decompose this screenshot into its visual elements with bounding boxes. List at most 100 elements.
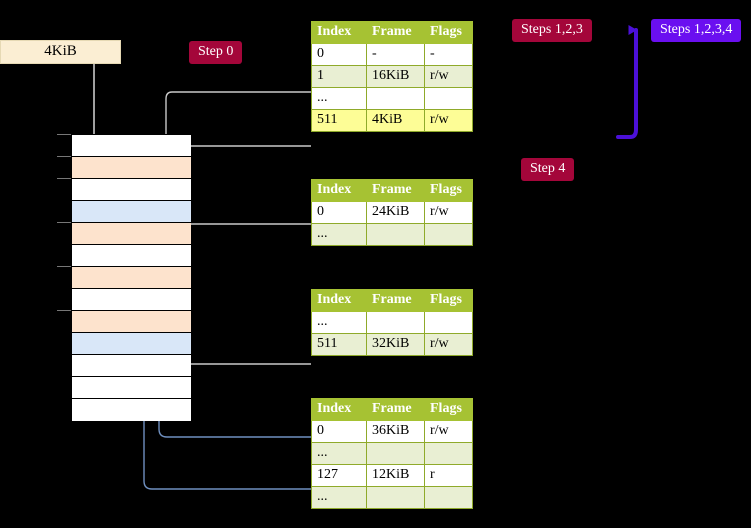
column-header: Flags bbox=[424, 398, 473, 421]
badge-steps-123: Steps 1,2,3 bbox=[512, 19, 592, 42]
memory-frame bbox=[72, 223, 191, 245]
table-cell: r/w bbox=[424, 333, 473, 356]
wire-t4-0-to-memory bbox=[152, 333, 311, 438]
memory-frame bbox=[72, 377, 191, 399]
column-header: Flags bbox=[424, 289, 473, 312]
column-header: Index bbox=[311, 21, 367, 44]
table-row: ... bbox=[311, 311, 473, 334]
memory-tick bbox=[57, 222, 71, 223]
table-cell: 1 bbox=[311, 65, 367, 88]
table-cell: r/w bbox=[424, 201, 473, 224]
memory-frame bbox=[72, 311, 191, 333]
memory-frame bbox=[72, 245, 191, 267]
table-cell: r/w bbox=[424, 109, 473, 132]
wire-memory-to-t2 bbox=[171, 145, 311, 200]
steps-bracket-arrow bbox=[616, 25, 638, 139]
table-cell bbox=[424, 311, 473, 334]
table-cell: 36KiB bbox=[366, 420, 425, 443]
wire-t3-511-to-memory bbox=[165, 314, 311, 365]
column-header: Frame bbox=[366, 289, 425, 312]
memory-tick bbox=[57, 310, 71, 311]
memory-tick bbox=[57, 266, 71, 267]
table-cell bbox=[424, 442, 473, 465]
memory-frame bbox=[72, 157, 191, 179]
wire-t4-127-to-memory bbox=[137, 209, 311, 490]
table-cell: 0 bbox=[311, 43, 367, 66]
table-cell bbox=[366, 486, 425, 509]
table-cell: 32KiB bbox=[366, 333, 425, 356]
column-header: Index bbox=[311, 289, 367, 312]
column-header: Flags bbox=[424, 179, 473, 202]
memory-tick bbox=[57, 134, 71, 135]
table-row: 0-- bbox=[311, 43, 473, 66]
table-cell bbox=[424, 223, 473, 246]
memory-frame bbox=[72, 399, 191, 421]
table-row: ... bbox=[311, 442, 473, 465]
column-header: Frame bbox=[366, 21, 425, 44]
table-cell: 127 bbox=[311, 464, 367, 487]
table-cell: 511 bbox=[311, 333, 367, 356]
table-cell: - bbox=[424, 43, 473, 66]
table-row: ... bbox=[311, 223, 473, 246]
badge-step-4: Step 4 bbox=[521, 158, 575, 181]
memory-tick bbox=[57, 156, 71, 157]
memory-frame bbox=[72, 135, 191, 157]
memory-frame bbox=[72, 201, 191, 223]
wire-t1-511-to-memory bbox=[165, 91, 311, 158]
table-cell: 511 bbox=[311, 109, 367, 132]
column-header: Frame bbox=[366, 179, 425, 202]
memory-frame bbox=[72, 179, 191, 201]
memory-frame bbox=[72, 289, 191, 311]
column-header: Index bbox=[311, 398, 367, 421]
physical-memory-column bbox=[71, 134, 191, 421]
wire-t2-0-to-memory bbox=[171, 223, 311, 272]
table-row: ... bbox=[311, 87, 473, 110]
column-header: Flags bbox=[424, 21, 473, 44]
table-cell: - bbox=[366, 43, 425, 66]
table-cell bbox=[424, 486, 473, 509]
table-row: ... bbox=[311, 486, 473, 509]
memory-frame bbox=[72, 333, 191, 355]
frame-size-legend: 4KiB bbox=[0, 40, 121, 64]
table-cell: 16KiB bbox=[366, 65, 425, 88]
table-cell: ... bbox=[311, 486, 367, 509]
badge-steps-1234: Steps 1,2,3,4 bbox=[651, 19, 742, 42]
table-cell bbox=[366, 442, 425, 465]
table-cell: 4KiB bbox=[366, 109, 425, 132]
table-cell: 24KiB bbox=[366, 201, 425, 224]
table-cell: ... bbox=[311, 311, 367, 334]
table-cell: ... bbox=[311, 442, 367, 465]
table-cell: r bbox=[424, 464, 473, 487]
table-cell: ... bbox=[311, 223, 367, 246]
table-cell bbox=[366, 223, 425, 246]
table-cell: 0 bbox=[311, 420, 367, 443]
table-cell: r/w bbox=[424, 65, 473, 88]
memory-frame bbox=[72, 267, 191, 289]
table-cell: ... bbox=[311, 87, 367, 110]
table-cell: 12KiB bbox=[366, 464, 425, 487]
table-cell bbox=[366, 311, 425, 334]
table-cell bbox=[366, 87, 425, 110]
table-cell: 0 bbox=[311, 201, 367, 224]
table-cell bbox=[424, 87, 473, 110]
column-header: Frame bbox=[366, 398, 425, 421]
memory-frame bbox=[72, 355, 191, 377]
memory-tick bbox=[57, 178, 71, 179]
badge-step-0: Step 0 bbox=[189, 41, 243, 64]
column-header: Index bbox=[311, 179, 367, 202]
